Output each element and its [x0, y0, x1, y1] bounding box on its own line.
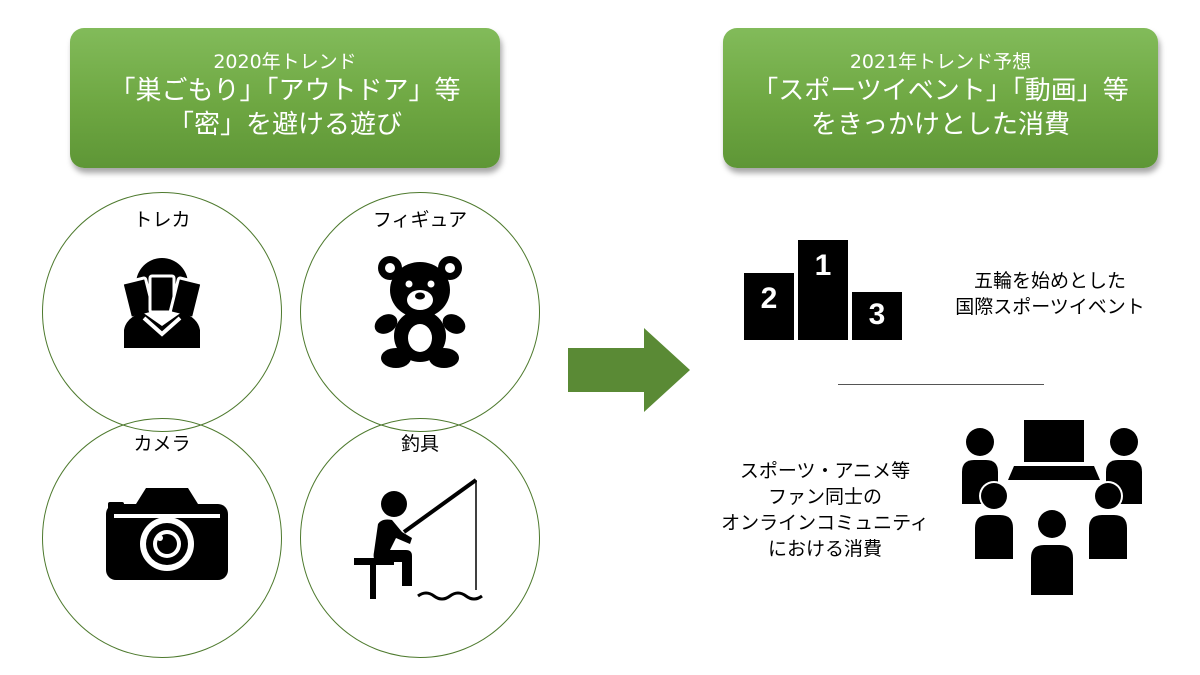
section-divider	[838, 384, 1044, 385]
community-text-line4: における消費	[767, 538, 882, 560]
item-label-cameras: カメラ	[133, 433, 191, 455]
right-banner-subline: をきっかけとした消費	[811, 110, 1070, 140]
podium-icon: 2 1 3	[744, 240, 902, 340]
sports-text-line1: 五輪を始めとした	[973, 270, 1126, 292]
right-arrow-icon	[568, 328, 690, 412]
podium-second-block	[744, 273, 794, 340]
item-label-figures: フィギュア	[372, 209, 468, 231]
teddy-bear-icon	[374, 256, 466, 368]
online-community-text: スポーツ・アニメ等 ファン同士の オンラインコミュニティ における消費	[710, 458, 940, 562]
camera-icon	[106, 488, 228, 580]
trading-card-icon	[120, 258, 204, 348]
podium-second-number: 2	[760, 282, 778, 315]
right-banner-year: 2021年トレンド予想	[849, 51, 1032, 73]
item-circle-cameras	[42, 418, 282, 658]
left-trend-banner: 2020年トレンド 「巣ごもり」「アウトドア」等 「密」を避ける遊び	[70, 28, 500, 168]
online-community-icon	[962, 420, 1142, 597]
podium-first-block	[798, 240, 848, 340]
item-label-trading-cards: トレカ	[133, 209, 191, 231]
sports-event-text: 五輪を始めとした 国際スポーツイベント	[930, 268, 1170, 320]
right-trend-banner: 2021年トレンド予想 「スポーツイベント」「動画」等 をきっかけとした消費	[723, 28, 1158, 168]
sports-text-line2: 国際スポーツイベント	[955, 296, 1145, 318]
item-circle-fishing	[300, 418, 540, 658]
podium-third-number: 3	[868, 298, 886, 331]
item-label-fishing: 釣具	[400, 433, 439, 455]
fishing-icon	[354, 478, 483, 601]
community-text-line1: スポーツ・アニメ等	[739, 460, 911, 482]
podium-first-number: 1	[814, 249, 832, 282]
left-banner-headline: 「巣ごもり」「アウトドア」等	[109, 76, 461, 106]
community-text-line3: オンラインコミュニティ	[721, 512, 929, 534]
community-text-line2: ファン同士の	[767, 486, 882, 508]
left-banner-year: 2020年トレンド	[213, 51, 357, 73]
left-banner-subline: 「密」を避ける遊び	[167, 110, 402, 140]
right-banner-headline: 「スポーツイベント」「動画」等	[752, 76, 1129, 106]
podium-third-block	[852, 292, 902, 340]
